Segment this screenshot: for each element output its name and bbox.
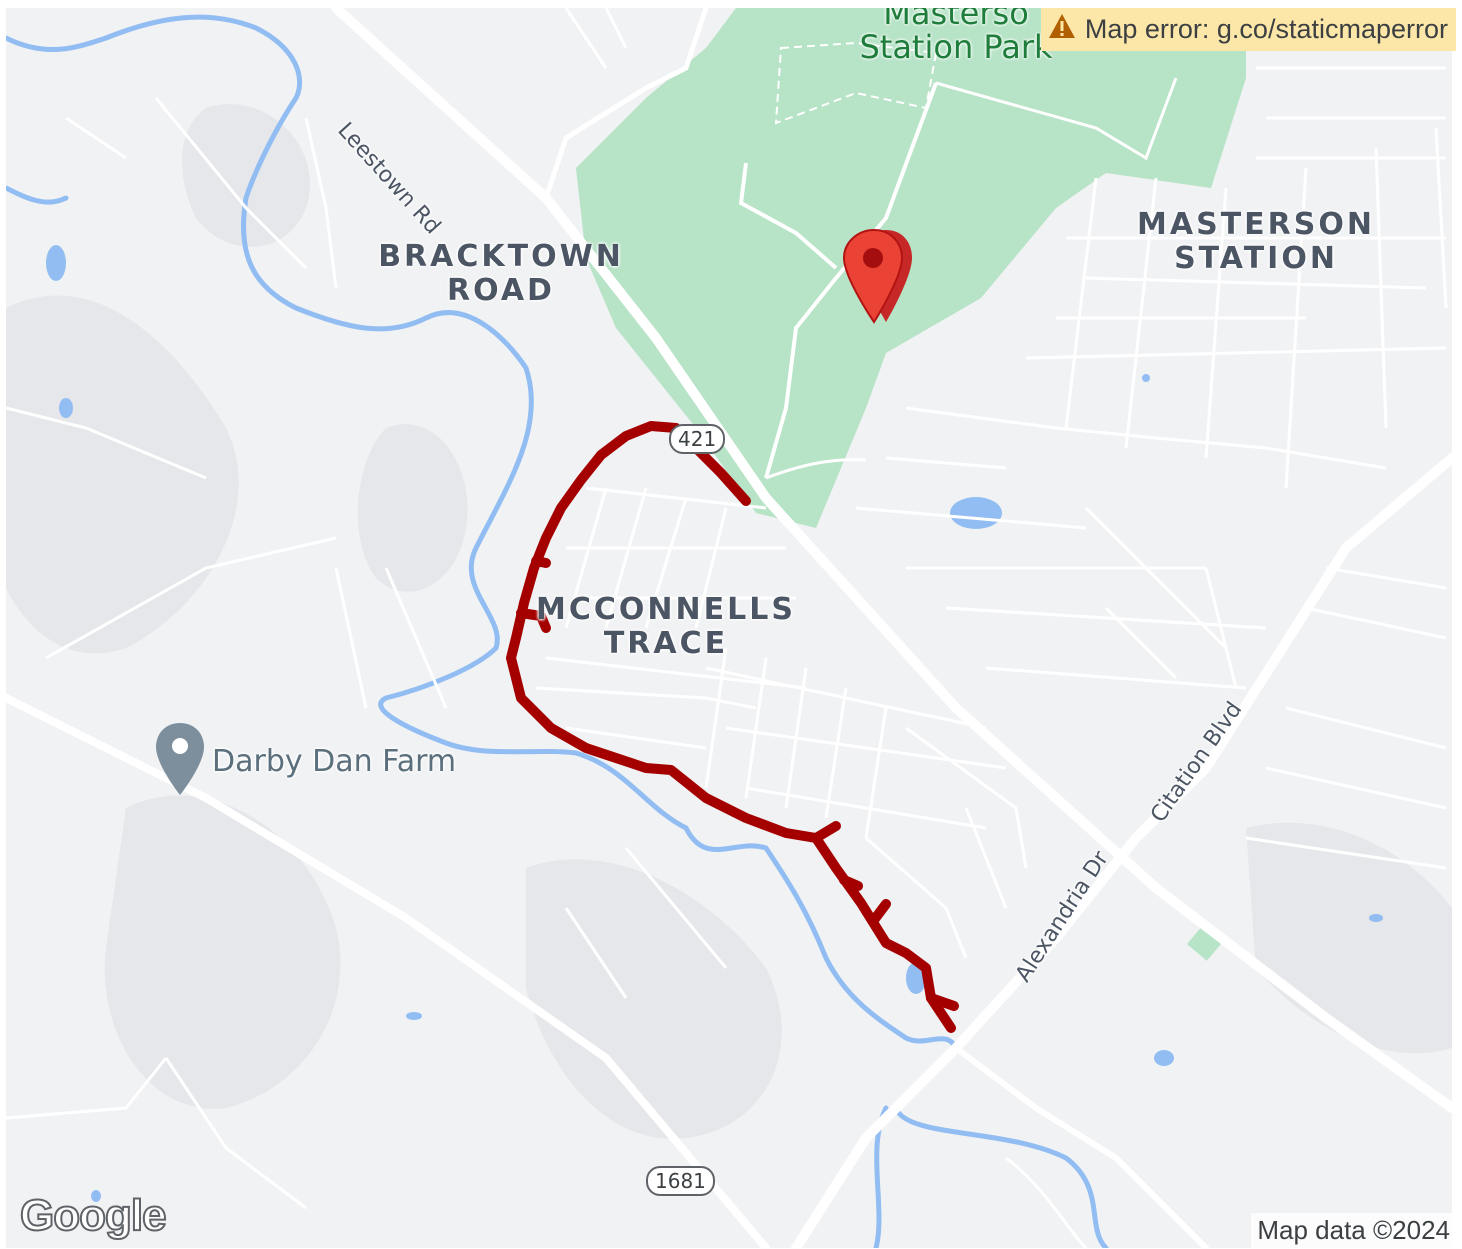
- area-label-line: BRACKTOWN: [378, 239, 624, 274]
- park-label-line: Station Park: [859, 28, 1053, 66]
- route-shield-us421: 421: [669, 424, 726, 454]
- google-logo: Google: [19, 1190, 168, 1241]
- area-label-line: MASTERSON: [1137, 207, 1375, 242]
- map-pin-icon: [154, 721, 206, 802]
- area-label-line: STATION: [1174, 241, 1338, 276]
- area-label-line: MCCONNELLS: [536, 592, 796, 627]
- area-label-masterson-station: MASTERSON STATION: [1131, 208, 1381, 276]
- park-label-line: Masterso: [883, 8, 1029, 32]
- park-label: Masterso Station Park: [836, 8, 1076, 64]
- route-shield-ky1681: 1681: [646, 1166, 715, 1196]
- poi-label: Darby Dan Farm: [212, 744, 457, 779]
- warning-icon: [1047, 12, 1077, 47]
- area-label-mcconnells-trace: MCCONNELLS TRACE: [526, 593, 806, 661]
- route-line: [506, 421, 959, 1033]
- area-label-line: ROAD: [447, 273, 555, 308]
- map-attribution[interactable]: Map data ©2024: [1251, 1213, 1456, 1248]
- map-canvas[interactable]: BRACKTOWN ROAD MASTERSON STATION MCCONNE…: [6, 8, 1452, 1248]
- major-roads: [6, 8, 1452, 1248]
- minor-roads: [6, 8, 1448, 1248]
- map-error-text: Map error: g.co/staticmaperror: [1084, 14, 1448, 44]
- area-label-line: TRACE: [603, 626, 729, 661]
- poi-darby-dan-farm[interactable]: Darby Dan Farm: [154, 721, 456, 802]
- red-marker-icon[interactable]: [836, 226, 926, 331]
- park-area: [576, 8, 1246, 528]
- map-base-layer: [6, 8, 1452, 1248]
- map-error-banner: Map error: g.co/staticmaperror: [1040, 8, 1456, 51]
- area-label-bracktown-road: BRACKTOWN ROAD: [376, 240, 626, 308]
